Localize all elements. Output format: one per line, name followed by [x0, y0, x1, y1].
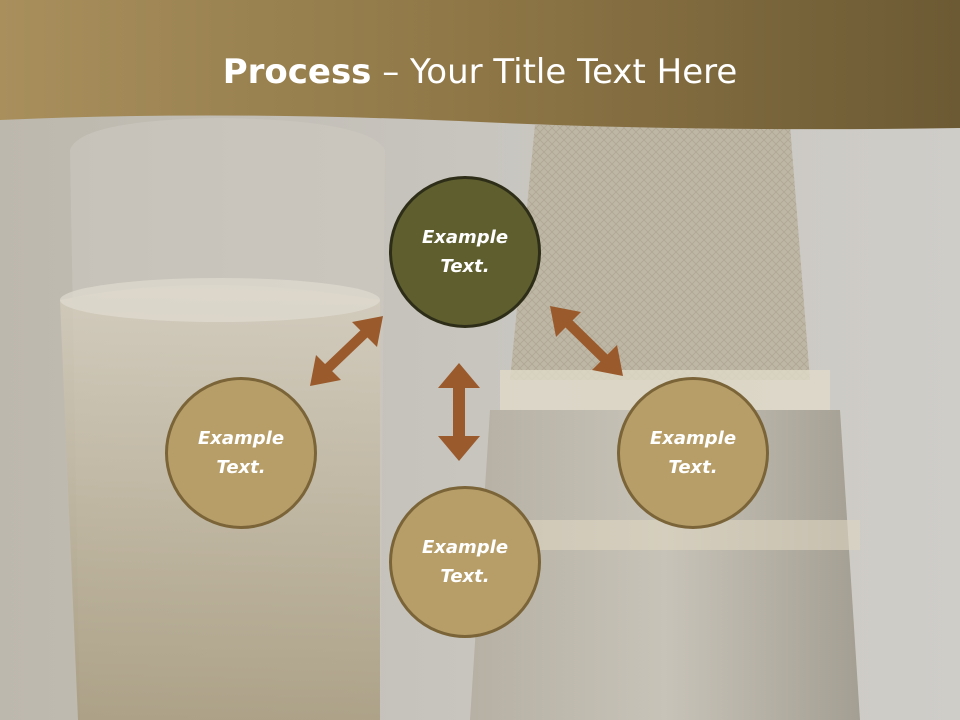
process-node-bottom[interactable]: Example Text.	[389, 486, 541, 638]
process-node-right[interactable]: Example Text.	[617, 377, 769, 529]
node-right-line1: Example	[649, 428, 737, 449]
process-node-left[interactable]: Example Text.	[165, 377, 317, 529]
title-bold: Process	[222, 52, 372, 92]
node-right-line2: Text.	[668, 457, 718, 478]
node-top-line1: Example	[421, 227, 509, 248]
node-top-line2: Text.	[440, 256, 490, 277]
double-arrow-left-diagonal	[310, 316, 383, 386]
node-left-line2: Text.	[216, 457, 266, 478]
double-arrow-right-diagonal	[550, 306, 623, 376]
node-bottom-line2: Text.	[440, 566, 490, 587]
title-rest: – Your Title Text Here	[371, 52, 738, 92]
double-arrow-vertical	[438, 363, 480, 461]
process-node-top[interactable]: Example Text.	[389, 176, 541, 328]
slide-title: Process – Your Title Text Here	[0, 52, 960, 92]
node-left-line1: Example	[197, 428, 285, 449]
node-bottom-line1: Example	[421, 537, 509, 558]
